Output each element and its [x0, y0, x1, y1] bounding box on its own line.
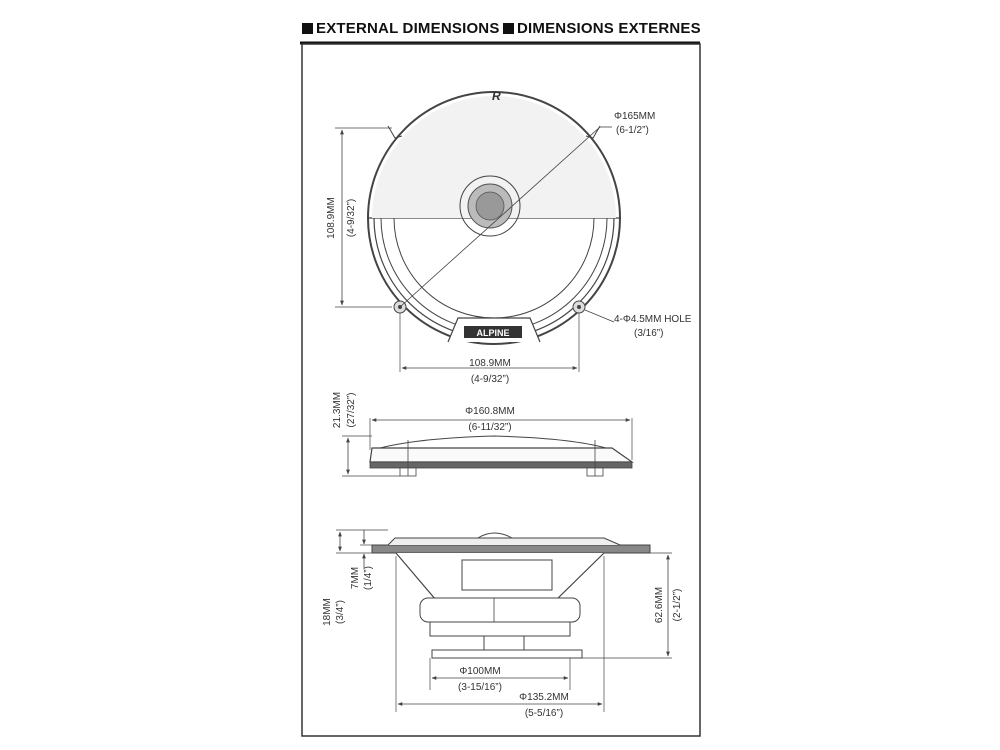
hole-leader — [584, 309, 615, 323]
side-magnet-core — [483, 635, 525, 651]
header-dimensions-externes: DIMENSIONS EXTERNES — [503, 20, 701, 37]
title-french: DIMENSIONS EXTERNES — [517, 20, 701, 37]
front-height-in: (4-9/32”) — [346, 199, 357, 237]
grille-profile — [369, 447, 634, 463]
depth-mm: 18MM — [322, 598, 333, 626]
title-english: EXTERNAL DIMENSIONS — [316, 20, 500, 37]
side-crossover — [419, 597, 581, 623]
mount-hole-right-center — [577, 305, 581, 309]
tweeter-center — [475, 191, 505, 221]
top-view: Φ160.8MM (6-11/32”) 21.3MM (27/32”) — [332, 392, 634, 477]
magnet-diameter-mm: Φ100MM — [459, 666, 500, 677]
side-magnet-back — [431, 649, 583, 659]
brand-logo: ALPINE — [476, 328, 509, 338]
magnet-diameter-in: (3-15/16”) — [458, 682, 502, 693]
top-height-mm: 21.3MM — [332, 392, 343, 428]
drawing-frame — [301, 43, 701, 737]
front-diameter-mm: Φ165MM — [614, 111, 655, 122]
side-terminal-block — [461, 559, 553, 591]
front-height-mm: 108.9MM — [326, 197, 337, 239]
hole-size-mm: 4-Φ4.5MM HOLE — [614, 314, 692, 325]
rim-notch-right — [585, 125, 601, 139]
top-diameter-in: (6-11/32”) — [468, 422, 511, 433]
mount-depth-mm: 7MM — [350, 567, 361, 589]
hole-size-in: (3/16”) — [634, 328, 663, 339]
side-view: 7MM (1/4”) 18MM (3/4”) 62.6MM (2-1/2”) Φ… — [322, 529, 683, 719]
top-diameter-mm: Φ160.8MM — [465, 406, 515, 417]
grille-upper-shade — [372, 96, 616, 218]
top-height-in: (27/32”) — [346, 392, 357, 427]
grille-dome — [379, 435, 607, 449]
front-diameter-in: (6-1/2”) — [616, 125, 649, 136]
brand-badge: R — [492, 89, 501, 103]
side-magnet-top — [429, 621, 571, 637]
mount-depth-in: (1/4”) — [363, 566, 374, 590]
front-width-in: (4-9/32”) — [471, 374, 509, 385]
square-bullet-icon — [503, 23, 514, 34]
basket-diameter-in: (5-5/16”) — [525, 708, 563, 719]
logo-plate — [464, 326, 522, 338]
basket-diameter-mm: Φ135.2MM — [519, 692, 569, 703]
square-bullet-icon — [302, 23, 313, 34]
front-view: R ALPINE Φ165MM (6-1/2”) 4-Φ4.5MM HOLE (… — [326, 89, 692, 385]
front-width-mm: 108.9MM — [469, 358, 511, 369]
rim-notch-left — [387, 125, 403, 139]
mount-ring — [369, 461, 633, 469]
side-grille-top — [387, 537, 621, 546]
header-external-dimensions: EXTERNAL DIMENSIONS — [302, 20, 500, 37]
depth-in: (3/4”) — [335, 600, 346, 624]
total-depth-in: (2-1/2”) — [672, 589, 683, 622]
tweeter-ring — [459, 175, 521, 237]
total-depth-mm: 62.6MM — [654, 587, 665, 623]
side-tweeter-dome — [477, 532, 513, 539]
diameter-leader — [399, 126, 601, 308]
side-flange — [371, 544, 651, 554]
